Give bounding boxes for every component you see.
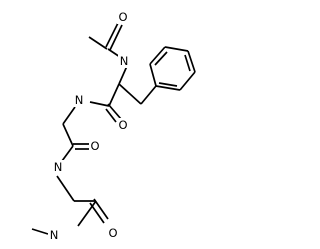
atom-label-amide1-o: O bbox=[118, 118, 127, 132]
bond-ring-inner-1 bbox=[154, 51, 168, 66]
bond-n-calpha bbox=[118, 65, 128, 85]
bond-ring-1 bbox=[149, 63, 157, 87]
atom-methyl-nitrogen: N bbox=[48, 228, 60, 242]
atom-amide1-oxygen: O bbox=[117, 118, 129, 132]
atom-amide2-oxygen: O bbox=[89, 139, 101, 153]
atom-label-acetyl-n: N bbox=[120, 54, 129, 68]
atom-labels: O N N O O N N O bbox=[48, 10, 130, 242]
atom-label-amide1-n: N bbox=[75, 93, 84, 107]
atom-label-amide2-o: O bbox=[90, 139, 99, 153]
bond-carbonyl2-n bbox=[61, 145, 74, 162]
atom-acetyl-oxygen: O bbox=[117, 10, 129, 24]
atom-label-methyl-n: N bbox=[50, 228, 59, 242]
bond-ring-4 bbox=[187, 50, 196, 73]
bond-ring-inner-2 bbox=[184, 54, 191, 72]
bond-carbonyl1-n bbox=[89, 101, 110, 107]
bond-carbonyl1-o-b bbox=[105, 108, 117, 123]
molecule-structure-diagram: O N N O O N N O bbox=[31, 10, 196, 242]
bond-acetyl-methyl bbox=[88, 36, 108, 50]
atom-label-amide3-o: O bbox=[108, 226, 117, 240]
bond-calpha-ch2 bbox=[118, 83, 142, 105]
bonds bbox=[31, 22, 196, 235]
bond-ring-2 bbox=[149, 46, 166, 65]
atom-amide2-nitrogen: N bbox=[52, 160, 64, 174]
atom-amide1-nitrogen: N bbox=[73, 93, 85, 107]
bond-carbonyl3-o-a bbox=[93, 198, 109, 220]
bond-ring-3 bbox=[164, 46, 189, 52]
bond-acetyl-carbonyl-double-a bbox=[105, 22, 119, 48]
bond-nmethyl bbox=[31, 228, 49, 235]
bond-acetyl-carbonyl-double-b bbox=[109, 24, 123, 51]
bond-ring-inner-3 bbox=[158, 82, 178, 87]
atom-amide3-oxygen: O bbox=[107, 226, 119, 240]
bond-ring-5 bbox=[179, 71, 196, 91]
bond-ch2-carbonyl2 bbox=[62, 123, 74, 147]
atom-acetyl-nitrogen: N bbox=[118, 54, 130, 68]
bond-amide2n-ch2 bbox=[56, 175, 75, 202]
bond-carbonyl1-o-a bbox=[107, 103, 122, 120]
bond-calpha-carbonyl bbox=[108, 83, 120, 107]
bond-carbonyl3-n bbox=[77, 200, 97, 227]
atom-label-acetyl-o: O bbox=[118, 10, 127, 24]
bond-amide1n-ch2 bbox=[62, 106, 76, 125]
bond-ch2-phenyl bbox=[140, 85, 157, 105]
bond-ring-6 bbox=[155, 85, 181, 91]
atom-label-amide2-n: N bbox=[54, 160, 63, 174]
